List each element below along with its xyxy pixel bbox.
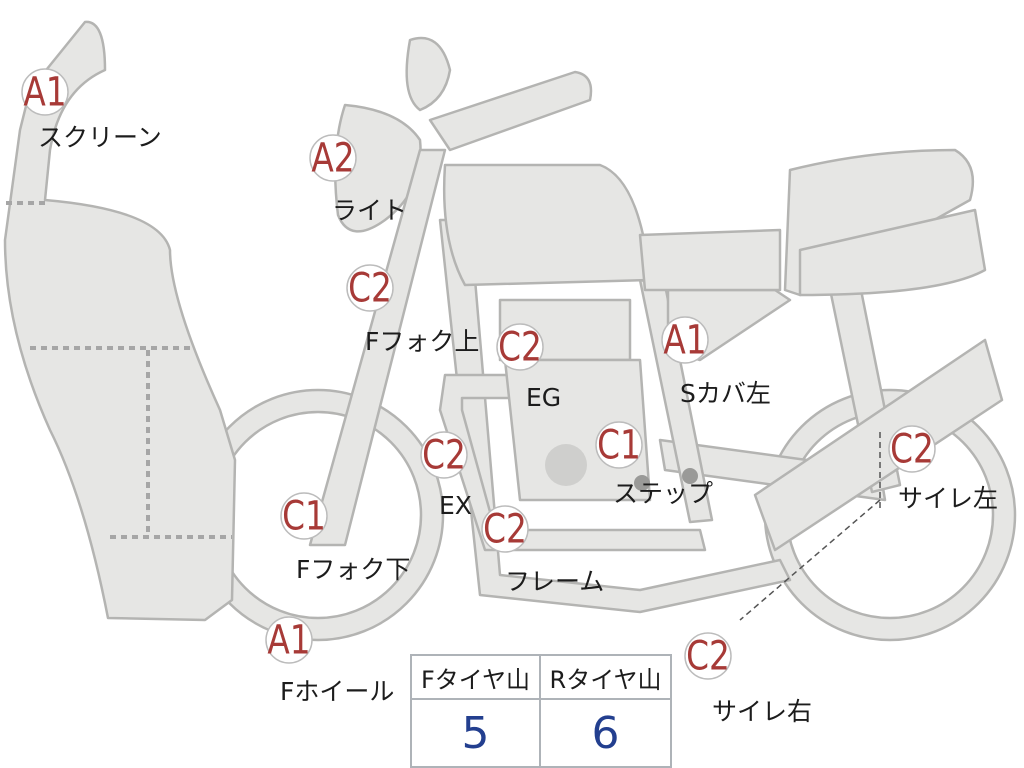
grade-muffler-right: C2 xyxy=(686,632,730,679)
label-screen: スクリーン xyxy=(38,123,162,152)
label-frame: フレーム xyxy=(505,567,604,596)
rear-tread-header: Rタイヤ山 xyxy=(541,656,670,700)
marker-fwheel: A1 Fホイール xyxy=(265,616,394,706)
grade-frame: C2 xyxy=(483,505,527,552)
label-engine: EG xyxy=(526,383,561,412)
handlebar xyxy=(428,70,593,152)
front-tread-value: 5 xyxy=(412,700,541,766)
marker-scover-left: A1 Sカバ左 xyxy=(661,316,771,408)
front-tread-header: Fタイヤ山 xyxy=(412,656,541,700)
engine-cover-circle xyxy=(545,444,587,486)
front-fork xyxy=(308,148,447,547)
grade-ffork-lower: C1 xyxy=(282,492,326,539)
grade-muffler-left: C2 xyxy=(890,425,934,472)
footpeg-left xyxy=(634,475,650,491)
label-step: ステップ xyxy=(613,479,713,508)
label-muffler-left: サイレ左 xyxy=(898,484,998,513)
grade-ffork-upper: C2 xyxy=(348,264,392,311)
front-seat xyxy=(638,228,782,292)
label-muffler-right: サイレ右 xyxy=(712,697,812,726)
grade-step: C1 xyxy=(597,421,641,468)
muffler xyxy=(753,338,1004,552)
footpeg-right xyxy=(682,468,698,484)
grade-scover-left: A1 xyxy=(663,316,706,363)
marker-muffler-left: C2 サイレ左 xyxy=(888,425,998,513)
tire-tread-table: Fタイヤ山 Rタイヤ山 5 6 xyxy=(410,654,672,768)
marker-frame: C2 フレーム xyxy=(481,505,604,596)
grade-fwheel: A1 xyxy=(267,616,310,663)
rear-tread-value: 6 xyxy=(591,707,620,759)
marker-muffler-right: C2 サイレ右 xyxy=(684,632,812,726)
marker-ffork-lower: C1 Fフォク下 xyxy=(280,492,410,584)
marker-screen: A1 スクリーン xyxy=(21,68,162,152)
label-exhaust: EX xyxy=(439,491,472,520)
marker-ffork-upper: C2 Fフォク上 xyxy=(346,264,479,356)
grade-light: A2 xyxy=(311,134,354,181)
label-fwheel: Fホイール xyxy=(280,677,394,706)
grade-screen: A1 xyxy=(23,68,66,115)
marker-engine: C2 EG xyxy=(496,323,561,412)
grade-exhaust: C2 xyxy=(422,431,466,478)
label-ffork-upper: Fフォク上 xyxy=(365,327,479,356)
marker-light: A2 ライト xyxy=(309,134,407,225)
label-scover-left: Sカバ左 xyxy=(680,379,771,408)
label-ffork-lower: Fフォク下 xyxy=(296,555,410,584)
leg-shield xyxy=(3,20,237,622)
mirror xyxy=(405,36,452,112)
grade-engine: C2 xyxy=(498,323,542,370)
fuel-tank xyxy=(442,163,652,287)
label-light: ライト xyxy=(332,196,407,225)
marker-step: C1 ステップ xyxy=(595,421,713,508)
frame-tube-lower xyxy=(438,218,792,614)
muffler-right-leader xyxy=(739,499,881,621)
tail-cowl xyxy=(798,208,987,297)
marker-exhaust: C2 EX xyxy=(420,431,472,520)
